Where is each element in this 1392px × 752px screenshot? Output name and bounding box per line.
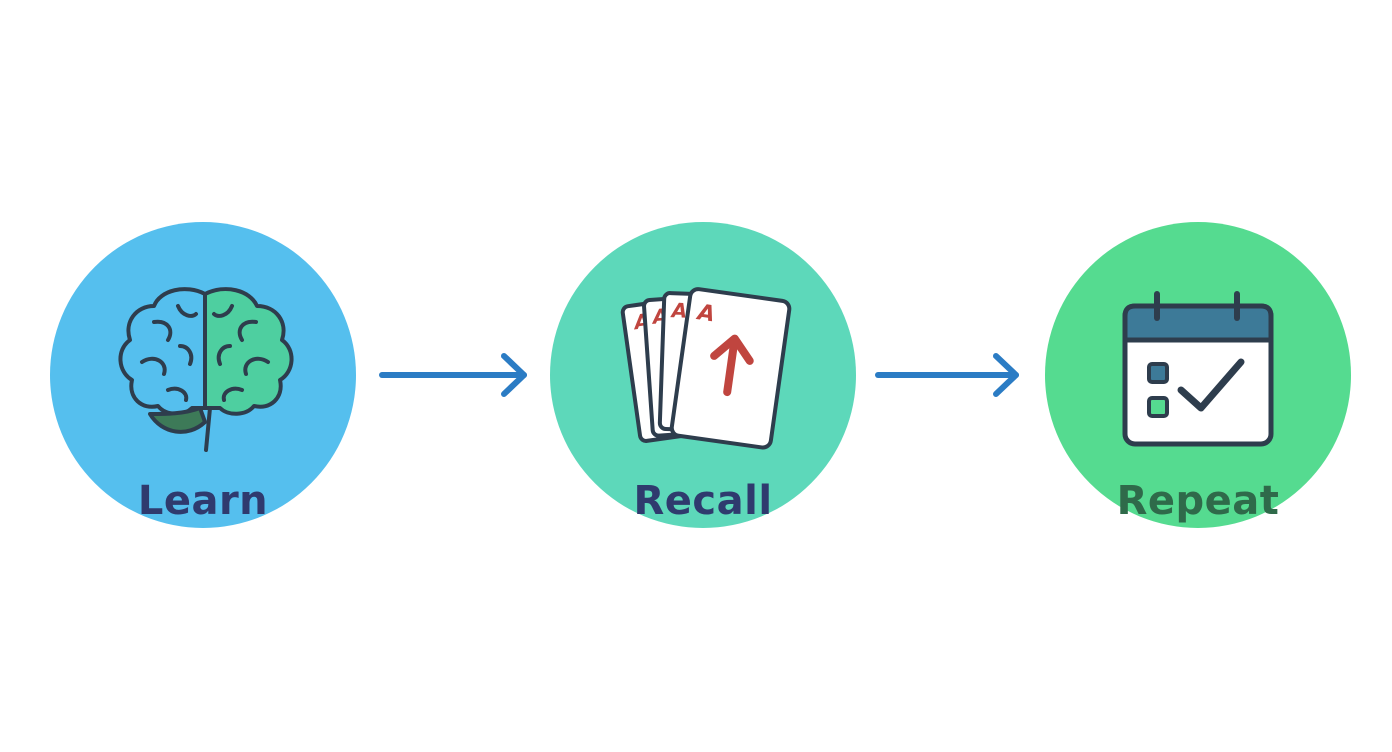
arrow-right-icon: [379, 353, 527, 397]
step-recall-label: Recall: [633, 478, 773, 524]
step-repeat-label: Repeat: [1116, 478, 1280, 524]
svg-text:A: A: [669, 298, 687, 323]
step-learn: Learn: [50, 222, 356, 528]
step-learn-label: Learn: [137, 478, 269, 524]
flashcards-icon: A A A A: [550, 222, 856, 528]
brain-icon: [50, 222, 356, 528]
step-repeat: Repeat: [1045, 222, 1351, 528]
calendar-check-icon: [1045, 222, 1351, 528]
step-recall: A A A A Recall: [550, 222, 856, 528]
arrow-right-icon: [875, 353, 1019, 397]
svg-text:A: A: [694, 300, 716, 327]
